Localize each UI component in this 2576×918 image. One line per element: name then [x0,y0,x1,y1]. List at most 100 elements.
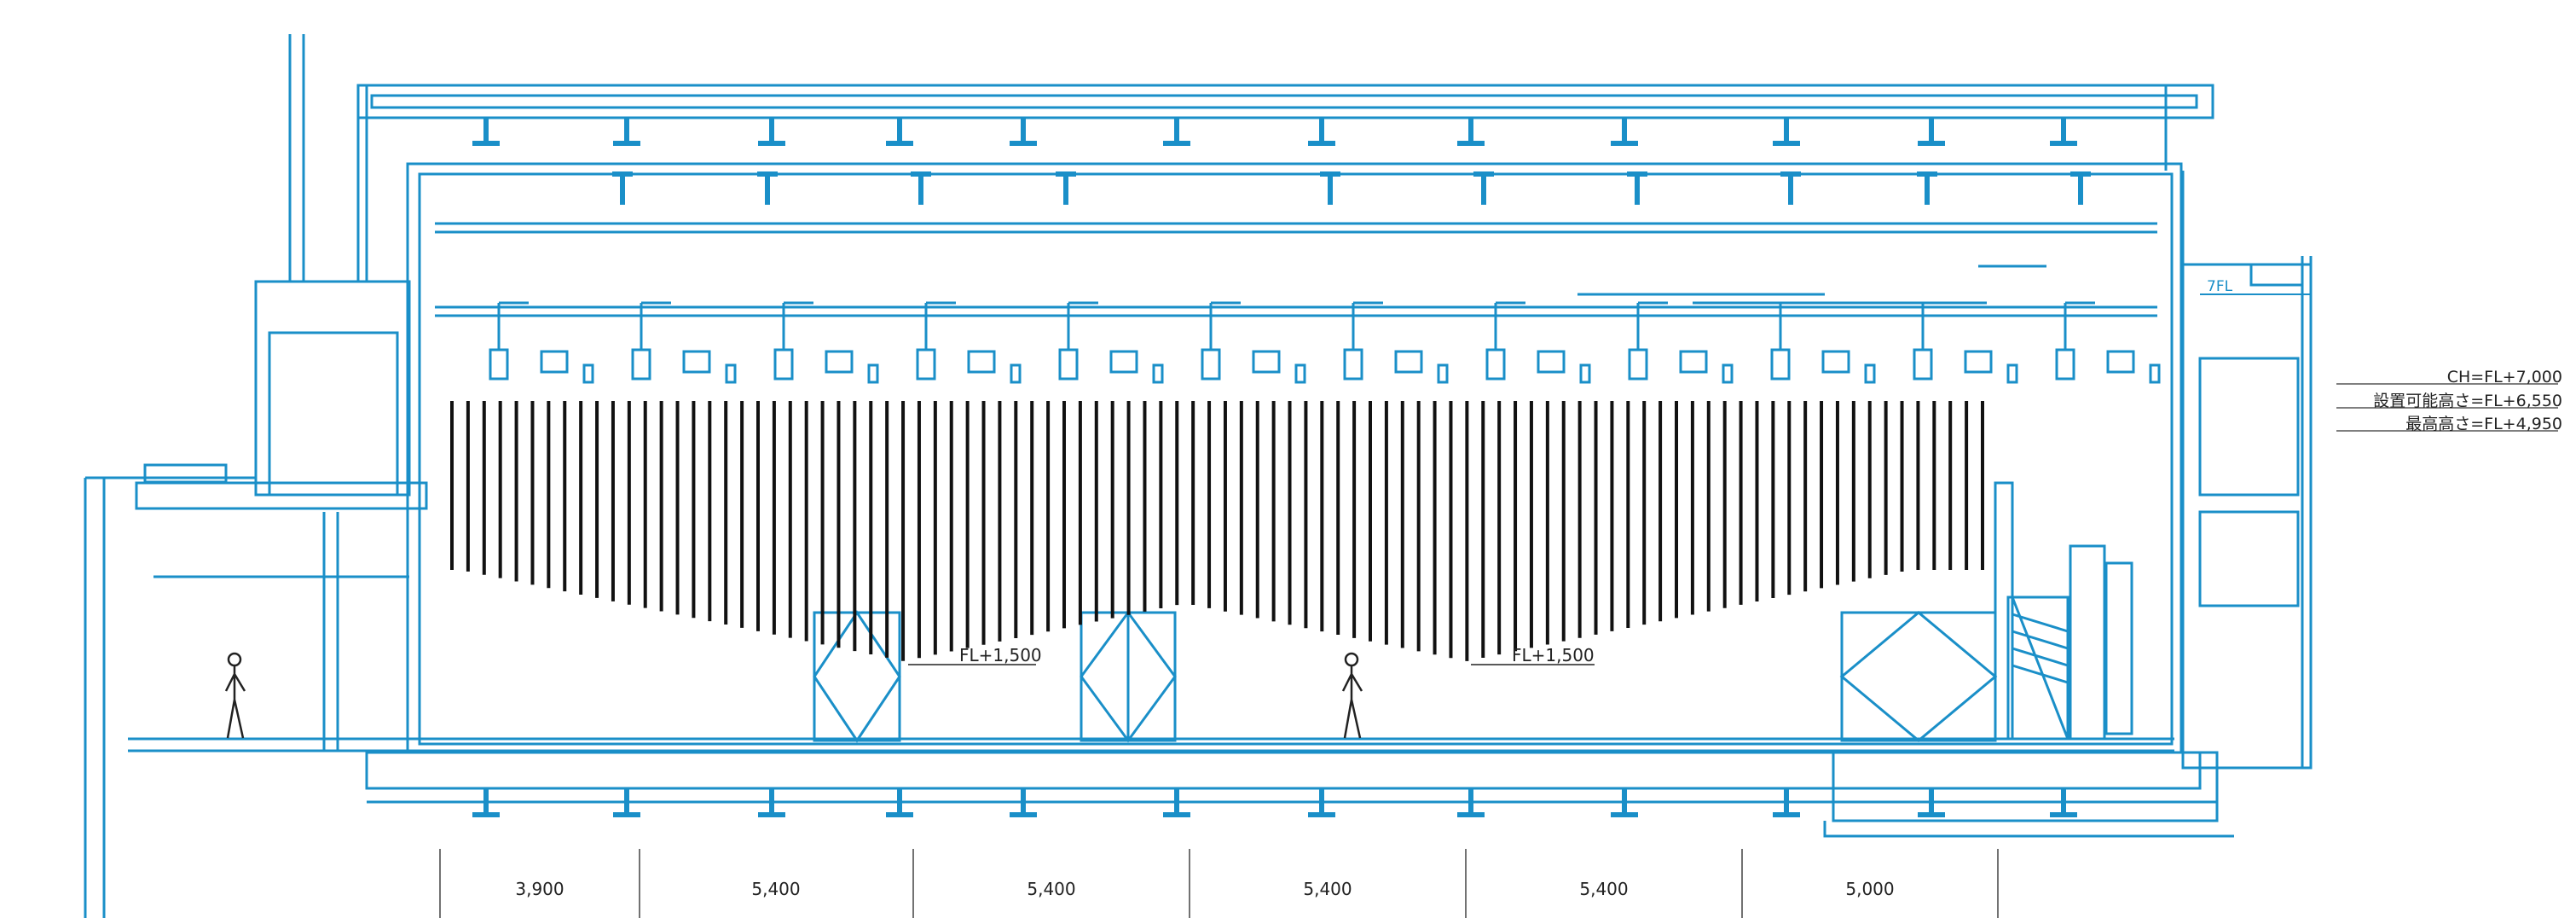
hoist-motor [1201,348,1221,381]
pendant-mark-left: FL+1,500 [959,645,1042,665]
hall-stanchion [1473,171,1494,205]
hall-stanchion [1917,171,1937,205]
light-fixture [825,350,854,374]
lighting-batten [489,264,2161,384]
batten-hoist [1209,301,1241,350]
hall-stanchion [757,171,778,205]
floor-stanchion [613,788,640,817]
floor-stanchion [1308,788,1335,817]
small-fixture [1294,363,1306,384]
batten-hoist [1779,301,1810,350]
floor-stanchion [1457,788,1485,817]
roof-stanchion [1611,118,1638,146]
small-fixture [2149,363,2161,384]
dimension-label-5: 5,400 [1579,879,1629,899]
building-structure [84,34,2558,918]
level-label-highest: 最高高さ=FL+4,950 [2405,415,2562,433]
small-fixture [1579,363,1591,384]
hoist-motor [1343,348,1363,381]
small-fixture [1437,363,1449,384]
roof-stanchion [1918,118,1945,146]
hoist-motor [2055,348,2075,381]
hoist-motor [773,348,794,381]
small-fixture [582,363,594,384]
floor-stanchion [1918,788,1945,817]
roof-stanchion [1773,118,1800,146]
hoist-motor [1913,348,1933,381]
light-fixture [1537,350,1566,374]
person-right [1341,652,1363,739]
small-fixture [1864,363,1876,384]
light-fixture [1109,350,1138,374]
hall-stanchion [1320,171,1340,205]
roof-stanchion [613,118,640,146]
roof-stanchion [2050,118,2077,146]
hoist-motor [1058,348,1079,381]
support-stanchions [472,118,2091,817]
floor-stanchion [1611,788,1638,817]
roof-stanchion [1163,118,1190,146]
dimension-label-4: 5,400 [1303,879,1352,899]
human-figures [224,652,1363,739]
roof-stanchion [758,118,785,146]
batten-hoist [924,301,956,350]
light-fixture [1252,350,1281,374]
small-fixture [1010,363,1022,384]
batten-hoist [1352,301,1383,350]
small-fixture [1152,363,1164,384]
hoist-motor [916,348,936,381]
light-fixture [1679,350,1708,374]
hall-stanchion [1627,171,1647,205]
floor-stanchion [886,788,913,817]
light-fixture [1821,350,1850,374]
hoist-motor [631,348,651,381]
floor-stanchion [758,788,785,817]
suspended-rods [450,401,1984,661]
floor-stanchion [472,788,500,817]
person-left [224,652,246,739]
pendant-mark-right: FL+1,500 [1512,645,1595,665]
light-fixture [1964,350,1993,374]
batten-hoist [2064,301,2095,350]
dimension-label-2: 5,400 [751,879,801,899]
light-fixture [682,350,711,374]
light-fixture [1394,350,1423,374]
small-fixture [725,363,737,384]
batten-hoist [497,301,529,350]
hall-stanchion [2070,171,2091,205]
batten-pipe [1577,264,2046,305]
dimension-label-6: 5,000 [1845,879,1895,899]
roof-stanchion [1457,118,1485,146]
floor-stanchion [1773,788,1800,817]
batten-hoist [640,301,671,350]
dimension-label-1: 3,900 [515,879,564,899]
hall-stanchion [1056,171,1076,205]
floor-stanchion [1010,788,1037,817]
roof-stanchion [1308,118,1335,146]
floor-stanchion [2050,788,2077,817]
hoist-motor [1485,348,1506,381]
light-fixture [967,350,996,374]
hall-stanchion [911,171,931,205]
small-fixture [1722,363,1734,384]
batten-hoist [1067,301,1098,350]
batten-hoist [1494,301,1525,350]
roof-stanchion [886,118,913,146]
hoist-motor [489,348,509,381]
batten-hoist [782,301,813,350]
batten-hoist [1921,301,1953,350]
light-fixture [2106,350,2135,374]
light-fixture [540,350,569,374]
hall-stanchion [1780,171,1801,205]
level-label-ceiling: CH=FL+7,000 [2446,368,2562,386]
batten-hoist [1636,301,1668,350]
floor-stanchion [1163,788,1190,817]
floor-label-7fl: 7FL [2207,278,2233,295]
small-fixture [2006,363,2018,384]
hall-stanchion [612,171,633,205]
roof-stanchion [1010,118,1037,146]
hoist-motor [1628,348,1648,381]
hoist-motor [1770,348,1791,381]
level-label-install-max: 設置可能高さ=FL+6,550 [2373,392,2562,410]
